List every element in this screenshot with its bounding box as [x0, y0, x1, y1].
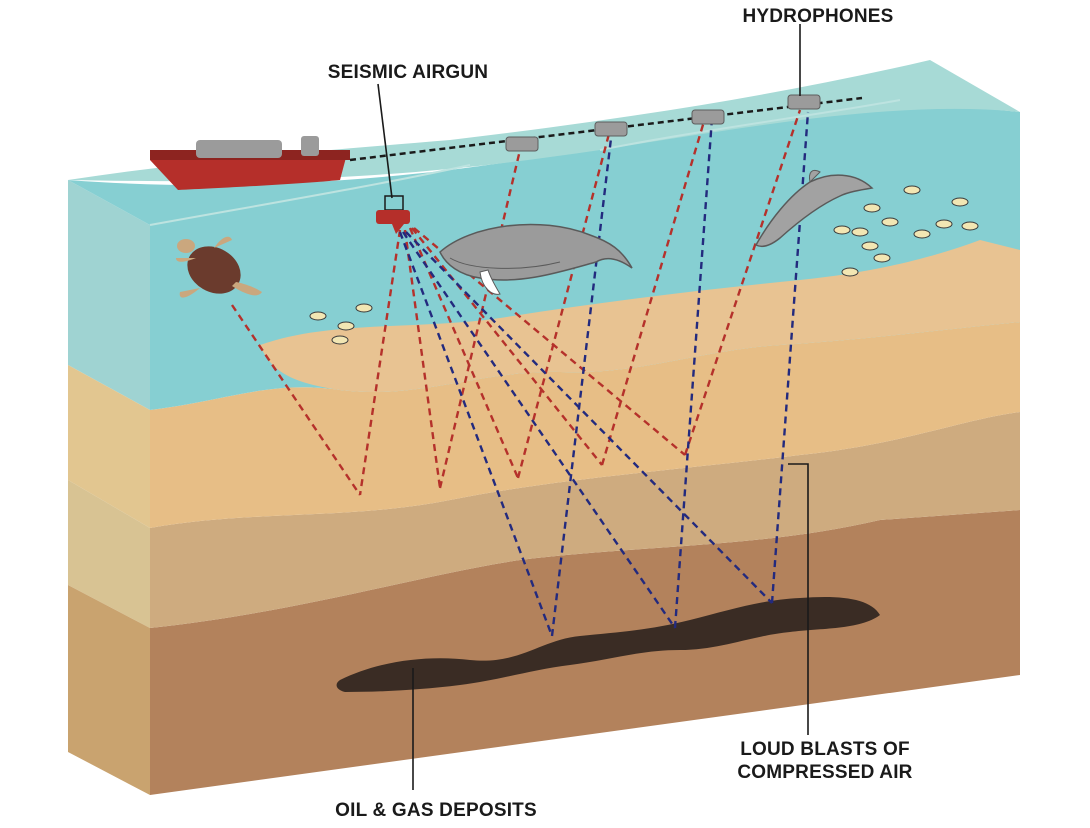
oil-gas-deposit: [336, 596, 880, 692]
streamer-cable: [349, 96, 863, 162]
seismic-airgun-device: [376, 195, 410, 234]
hydrophones-label: HYDROPHONES: [742, 6, 893, 27]
blasts-label-line2: COMPRESSED AIR: [737, 762, 912, 783]
sand-mid-layer: [150, 412, 1020, 628]
humpback-whale: [439, 223, 633, 295]
dolphin: [754, 169, 874, 248]
airgun-leader: [377, 83, 393, 199]
sea-turtle: [176, 236, 262, 298]
blasts-label-line1: LOUD BLASTS OF: [740, 739, 910, 760]
deposits-label: OIL & GAS DEPOSITS: [335, 800, 537, 821]
airgun-label: SEISMIC AIRGUN: [328, 62, 488, 83]
red-reflection-paths: [231, 109, 802, 496]
fish-school-left: [309, 303, 373, 345]
sand-top-layer: [150, 322, 1020, 528]
fish-school-right: [833, 185, 979, 277]
hydrophone-units: [505, 94, 821, 152]
survey-ship: [150, 136, 350, 190]
blasts-leader: [788, 463, 809, 735]
block-left-face: [68, 180, 150, 795]
